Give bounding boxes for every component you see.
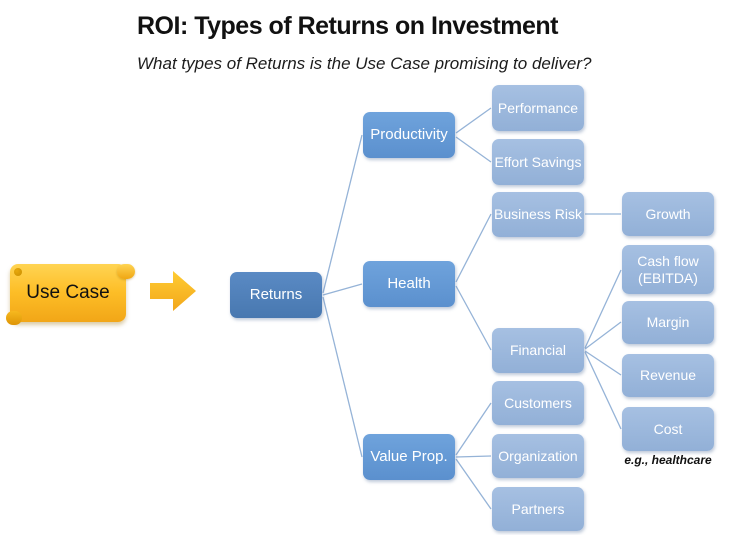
node-customers: Customers [492, 381, 584, 425]
node-financial: Financial [492, 328, 584, 373]
node-cost: Cost [622, 407, 714, 451]
scroll-curl-bottom-left-icon [6, 311, 22, 325]
node-organization: Organization [492, 434, 584, 478]
node-value-prop: Value Prop. [363, 434, 455, 480]
node-business-risk: Business Risk [492, 192, 584, 237]
node-cash-flow: Cash flow (EBITDA) [622, 245, 714, 294]
use-case-label: Use Case [26, 282, 110, 303]
page-title: ROI: Types of Returns on Investment [137, 12, 558, 40]
scroll-roll-dot-icon [14, 268, 22, 276]
node-productivity: Productivity [363, 112, 455, 158]
page-subtitle: What types of Returns is the Use Case pr… [137, 54, 592, 73]
node-revenue: Revenue [622, 354, 714, 397]
node-partners: Partners [492, 487, 584, 531]
node-performance: Performance [492, 85, 584, 131]
node-effort-savings: Effort Savings [492, 139, 584, 185]
scroll-curl-top-right-icon [117, 264, 135, 279]
node-health: Health [363, 261, 455, 307]
annotation-healthcare: e.g., healthcare [624, 453, 712, 467]
node-returns: Returns [230, 272, 322, 318]
node-margin: Margin [622, 301, 714, 344]
node-growth: Growth [622, 192, 714, 236]
use-case-scroll-shape: Use Case [6, 264, 135, 325]
